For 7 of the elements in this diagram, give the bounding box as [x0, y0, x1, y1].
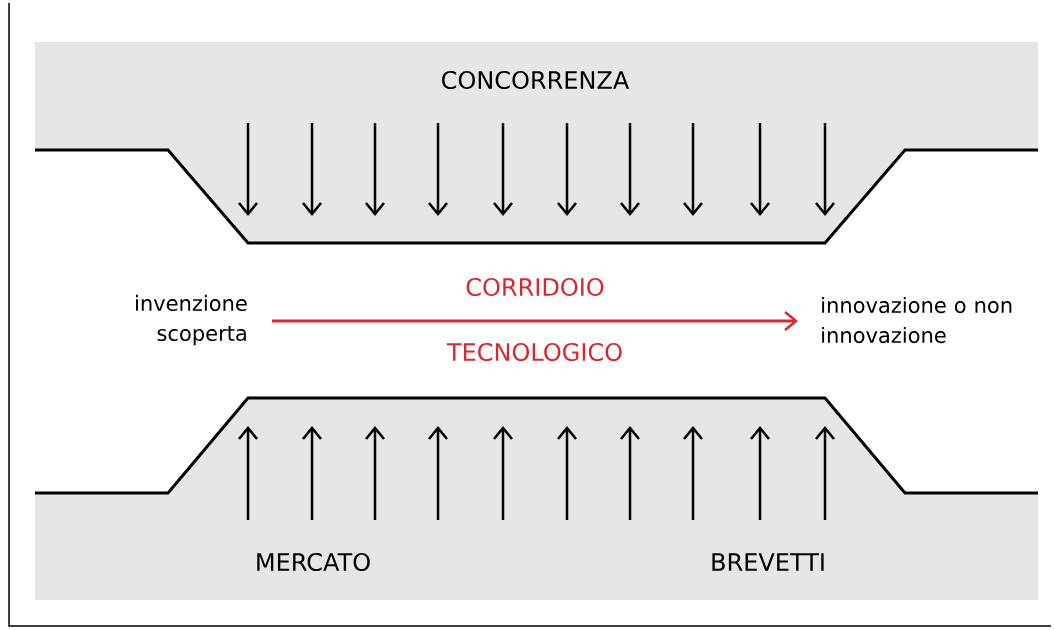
- corridor-label: TECNOLOGICO: [446, 342, 622, 362]
- end-text: innovazione o non innovazione: [822, 296, 1012, 344]
- band: CONCORRENZA: [35, 42, 1038, 245]
- arrow: [272, 311, 798, 331]
- band: MERCATO BREVETTI: [35, 396, 1038, 600]
- corridor-label: CORRIDOIO: [466, 277, 604, 297]
- start-text: invenzione scoperta: [136, 294, 247, 346]
